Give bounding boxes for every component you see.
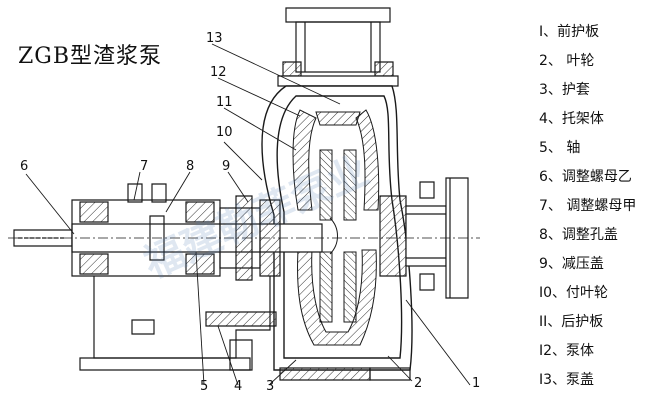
legend-item-front-liner: I、前护板 xyxy=(539,24,600,40)
legend-item-adjust-nut-b: 6、调整螺母乙 xyxy=(539,169,632,185)
callout-9: 9 xyxy=(222,159,231,174)
callout-8: 8 xyxy=(186,159,195,174)
impeller xyxy=(320,150,356,322)
legend-item-pump-cover: I3、泵盖 xyxy=(539,372,595,388)
legend-item-shaft: 5、 轴 xyxy=(539,140,581,156)
callout-6: 6 xyxy=(20,159,29,174)
legend-item-adjust-nut-a: 7、 调整螺母甲 xyxy=(539,198,637,214)
discharge-outlet xyxy=(278,8,398,86)
leader-lines xyxy=(26,44,470,385)
diagram-title: ZGB型渣浆泵 xyxy=(18,44,163,69)
front-liner-and-suction xyxy=(380,178,468,298)
legend-item-auxiliary-impeller: I0、付叶轮 xyxy=(539,285,609,301)
legend-item-impeller: 2、 叶轮 xyxy=(539,53,595,69)
callout-5: 5 xyxy=(200,379,209,394)
callout-10: 10 xyxy=(216,125,233,140)
legend-item-liner: 3、护套 xyxy=(539,82,590,98)
callout-4: 4 xyxy=(234,379,243,394)
callout-12: 12 xyxy=(210,65,227,80)
legend-item-adjust-hole-cover: 8、调整孔盖 xyxy=(539,227,618,243)
legend-item-frame: 4、托架体 xyxy=(539,111,604,127)
callout-7: 7 xyxy=(140,159,149,174)
bearing-frame xyxy=(72,184,280,280)
liner-section xyxy=(293,110,379,345)
legend-item-pressure-relief-cover: 9、减压盖 xyxy=(539,256,604,272)
parts-legend: I、前护板 2、 叶轮 3、护套 4、托架体 5、 轴 6、调整螺母乙 7、 调… xyxy=(539,18,667,395)
legend-item-back-liner: II、后护板 xyxy=(539,314,604,330)
base-pedestal xyxy=(80,276,410,380)
callout-1: 1 xyxy=(472,376,481,391)
callout-13: 13 xyxy=(206,31,223,46)
legend-item-pump-body: I2、泵体 xyxy=(539,343,595,359)
callout-11: 11 xyxy=(216,95,233,110)
callout-3: 3 xyxy=(266,379,275,394)
callout-2: 2 xyxy=(414,376,423,391)
